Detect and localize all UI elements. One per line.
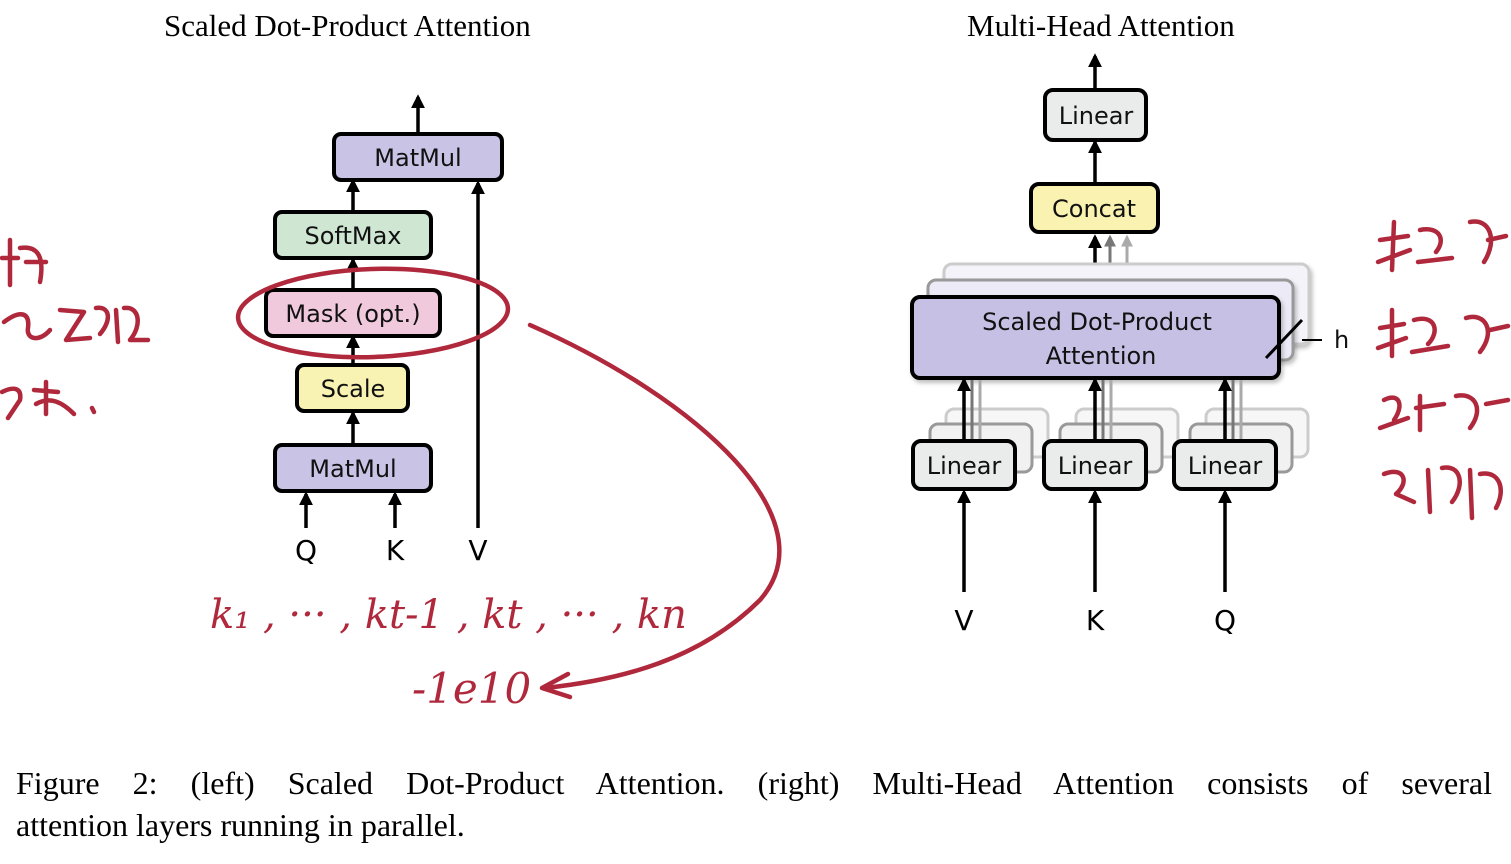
linear-k-stack: Linear [1042,377,1180,592]
handwritten-annotations: k₁ , ··· , kt-1 , kt , ··· , kn -1e10 [0,219,1511,713]
svg-text:Scaled Dot-Product: Scaled Dot-Product [982,308,1212,336]
mask-block: Mask (opt.) [264,288,442,338]
heads-label: h [1334,326,1349,354]
right-diagram-title: Multi-Head Attention [967,8,1235,43]
matmul-top-block: MatMul [332,132,504,182]
caption-line-1: Figure 2: (left) Scaled Dot-Product Atte… [16,765,1492,801]
mask-curve-arrow [527,322,782,691]
v-input-label: V [954,604,973,637]
left-margin-handwriting [0,237,151,421]
svg-text:Attention: Attention [1046,342,1157,370]
linear-k-label: Linear [1058,452,1133,480]
matmul-bottom-block: MatMul [273,443,433,493]
scale-block: Scale [295,363,410,413]
linear-q-stack: Linear [1172,377,1310,592]
v-input-label: V [468,534,487,567]
svg-text:Scale: Scale [321,375,386,403]
linear-v-label: Linear [927,452,1002,480]
concat-block: Concat [1029,182,1160,234]
linear-k-block [1042,439,1148,491]
scaled-dot-product-diagram: MatMul SoftMax Mask (opt.) Scale MatMul … [264,94,504,567]
softmax-block: SoftMax [273,210,433,260]
heads-bracket [1264,318,1304,360]
svg-text:Concat: Concat [1052,195,1136,223]
svg-text:SoftMax: SoftMax [305,222,402,250]
linear-v-block [911,439,1017,491]
k-input-label: K [386,534,405,567]
svg-text:Mask (opt.): Mask (opt.) [285,300,420,328]
mask-circle-annotation [235,266,511,360]
svg-text:Linear: Linear [1059,102,1134,130]
linear-v-stack: Linear [911,377,1050,592]
q-input-label: Q [295,534,317,567]
scaled-dot-product-attention-block: Scaled Dot-Product Attention [910,295,1281,380]
top-linear-block: Linear [1043,88,1148,142]
q-input-label: Q [1214,604,1236,637]
linear-q-label: Linear [1188,452,1263,480]
figure-caption: Figure 2: (left) Scaled Dot-Product Atte… [16,762,1492,846]
k-input-label: K [1086,604,1105,637]
svg-text:MatMul: MatMul [374,144,461,172]
svg-text:MatMul: MatMul [309,455,396,483]
linear-q-block [1172,439,1278,491]
caption-line-2: attention layers running in parallel. [16,807,465,843]
multi-head-attention-diagram: Linear Concat Scaled Dot-Product Attenti… [910,53,1349,637]
mask-curve-arrowhead [539,671,573,700]
mask-value-annotation: -1e10 [412,664,531,713]
right-margin-handwriting [1375,219,1511,521]
left-diagram-title: Scaled Dot-Product Attention [164,8,531,43]
key-sequence-annotation: k₁ , ··· , kt-1 , kt , ··· , kn [210,592,687,638]
